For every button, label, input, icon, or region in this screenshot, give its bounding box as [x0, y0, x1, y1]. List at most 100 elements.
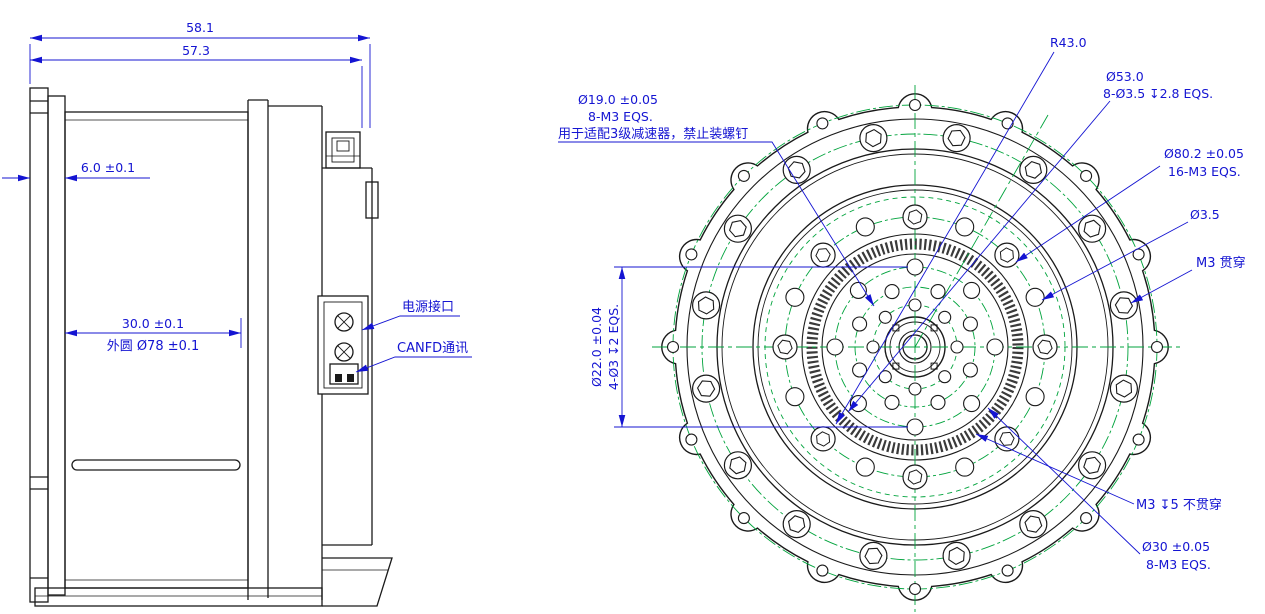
tapped-hole — [955, 217, 975, 237]
power-terminal-cross — [337, 315, 351, 329]
screw-head — [691, 374, 721, 403]
keyway-mark — [930, 324, 938, 332]
top-terminal-housing — [325, 131, 361, 169]
hex-socket-icon — [696, 380, 716, 397]
hole-ring-c — [938, 370, 952, 384]
screw-head — [723, 451, 753, 480]
screw-head — [810, 426, 836, 452]
leader-power-port — [361, 315, 460, 331]
hole-ring-c — [908, 382, 922, 396]
dim-d22: Ø22.0 ±0.04 — [589, 307, 604, 387]
flange-outer-plate — [29, 87, 49, 603]
dim-d3-5: Ø3.5 — [1190, 207, 1220, 222]
screw-head — [942, 541, 971, 571]
side-view: 58.1 57.3 6.0 ±0.1 30.0 ±0.1 外圆 Ø78 ±0.1… — [2, 20, 472, 607]
hex-socket-icon — [1114, 297, 1134, 314]
hex-socket-icon — [999, 431, 1015, 446]
dim-m3-blind: M3 ↧5 不贯穿 — [1136, 497, 1222, 513]
through-hole — [737, 512, 750, 525]
hex-socket-icon — [815, 248, 831, 263]
front-view-geometry — [652, 85, 1183, 612]
keyway-mark — [892, 324, 900, 332]
leader-d80 — [1015, 165, 1161, 263]
base-plate — [34, 587, 323, 607]
through-hole — [908, 582, 922, 596]
tapped-hole — [1025, 287, 1045, 307]
scallop-edge — [661, 93, 1169, 601]
hole-ring-a — [849, 281, 867, 299]
leader-m3-blind — [975, 433, 1135, 505]
side-view-dim-text: 58.1 57.3 6.0 ±0.1 30.0 ±0.1 外圆 Ø78 ±0.1… — [81, 20, 468, 356]
screw-head — [782, 155, 811, 184]
hole-ring-c — [878, 370, 892, 384]
leader-canfd — [355, 356, 472, 373]
tapped-hole — [855, 217, 875, 237]
through-hole — [816, 117, 829, 130]
power-terminal-cross — [337, 345, 351, 359]
body-slot — [71, 459, 241, 471]
dim-d30: Ø30 ±0.05 — [1142, 539, 1210, 554]
hex-socket-icon — [1037, 339, 1053, 355]
dim-6-0: 6.0 ±0.1 — [81, 160, 135, 175]
leader-d30 — [987, 407, 1141, 555]
through-hole — [1001, 117, 1014, 130]
centerline-diagonal — [914, 114, 1049, 348]
connector-block — [317, 295, 369, 395]
hex-socket-icon — [907, 209, 923, 225]
dim-57-3: 57.3 — [182, 43, 210, 58]
screw-head — [942, 124, 971, 153]
hole-ring-b — [962, 316, 978, 332]
flange-inner-plate — [47, 95, 66, 596]
through-hole — [816, 564, 829, 577]
dim-d19-note: 8-M3 EQS. — [588, 109, 653, 124]
hex-socket-icon — [865, 128, 882, 148]
tapped-hole — [955, 457, 975, 477]
screw-head — [902, 464, 928, 490]
hex-socket-icon — [729, 456, 747, 475]
hole-ring-b — [852, 362, 868, 378]
screw-head — [1109, 374, 1139, 403]
hex-socket-icon — [697, 296, 715, 315]
label-power-port: 电源接口 — [402, 299, 454, 315]
hex-socket-icon — [999, 247, 1014, 263]
tapped-hole — [785, 387, 805, 407]
hole-ring-c — [878, 310, 892, 324]
dim-58-1: 58.1 — [186, 20, 214, 35]
hole-ring-b — [930, 394, 946, 410]
hex-socket-icon — [864, 547, 883, 565]
screw-head — [772, 334, 798, 360]
dim-m3-through: M3 贯穿 — [1196, 255, 1246, 271]
power-terminal-icon — [334, 312, 354, 332]
keyway-mark — [930, 362, 938, 370]
screw-head — [1032, 334, 1058, 360]
hex-socket-icon — [777, 339, 793, 355]
hole-ring-a — [906, 258, 924, 276]
tapped-hole — [1025, 387, 1045, 407]
canfd-pin — [347, 374, 354, 382]
screw-head — [994, 242, 1020, 268]
label-canfd: CANFD通讯 — [397, 341, 468, 356]
hex-socket-icon — [1024, 515, 1043, 533]
screw-head — [1019, 155, 1048, 184]
hex-socket-icon — [728, 219, 747, 238]
hex-socket-icon — [787, 515, 806, 534]
top-terminal-inner — [331, 137, 355, 163]
screw-head — [1077, 214, 1107, 243]
screw-head — [902, 204, 928, 230]
screw-head — [1019, 509, 1048, 539]
screw-head — [810, 242, 836, 268]
hole-ring-a — [986, 338, 1004, 356]
dim-d53-note: 8-Ø3.5 ↧2.8 EQS. — [1103, 86, 1213, 101]
hole-ring-a — [849, 395, 867, 413]
connector-housing — [317, 295, 369, 395]
tapped-hole — [855, 457, 875, 477]
through-hole — [1001, 564, 1014, 577]
hole-ring-b — [930, 284, 946, 300]
screw-head — [782, 509, 811, 539]
hex-socket-icon — [1115, 379, 1133, 398]
hole-ring-a — [963, 281, 981, 299]
through-hole — [1150, 340, 1164, 354]
top-terminal-screw — [336, 140, 350, 152]
outer-hex-screws — [691, 124, 1139, 571]
